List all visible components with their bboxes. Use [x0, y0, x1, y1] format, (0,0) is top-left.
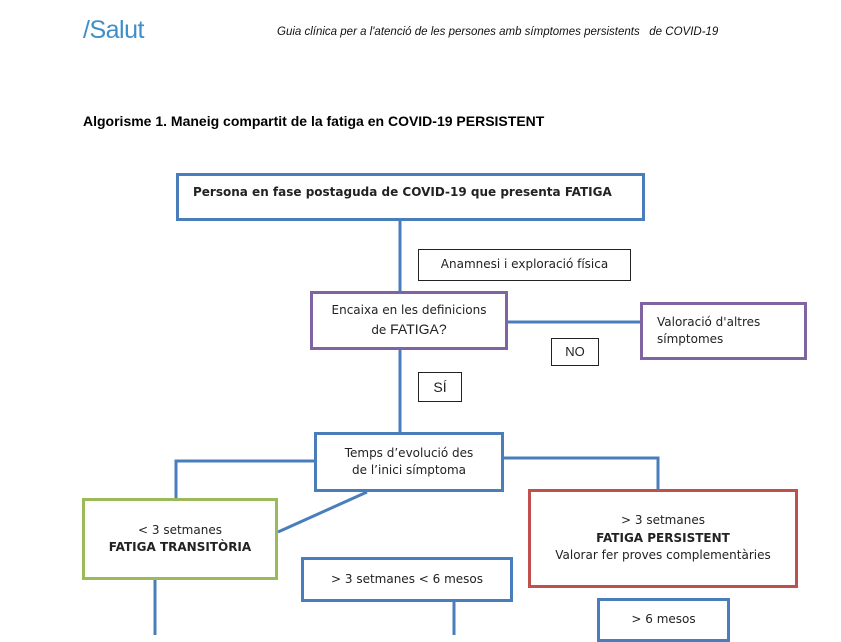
connector-evolution-to-persistent: [502, 456, 660, 490]
anamnesis-box-text: Anamnesi i exploració física: [440, 257, 609, 272]
other-symptoms-line1: Valoració d'altres: [657, 314, 761, 329]
no-label: NO: [551, 338, 599, 366]
evolution-box-line1: Temps d’evolució des: [344, 445, 474, 460]
long-range-text: > 6 mesos: [631, 612, 696, 626]
evolution-box-line2: de l’inici símptoma: [352, 463, 466, 477]
other-symptoms-box: Valoració d'altres símptomes: [640, 302, 807, 360]
anamnesis-box: Anamnesi i exploració física: [418, 249, 631, 281]
mid-range-box: > 3 setmanes < 6 mesos: [301, 557, 513, 602]
persistent-fatigue-box: > 3 setmanes FATIGA PERSISTENT Valorar f…: [528, 489, 798, 588]
start-box-text: Persona en fase postaguda de COVID-19 qu…: [193, 185, 612, 200]
long-range-box: > 6 mesos: [597, 598, 730, 642]
no-label-text: NO: [565, 343, 585, 359]
algorithm-title: Algorisme 1. Maneig compartit de la fati…: [83, 113, 545, 129]
transient-fatigue-line2: FATIGA TRANSITÒRIA: [108, 540, 252, 554]
start-box: Persona en fase postaguda de COVID-19 qu…: [176, 173, 645, 221]
other-symptoms-line2: símptomes: [657, 332, 724, 346]
yes-label: SÍ: [418, 372, 462, 402]
persistent-fatigue-line2: FATIGA PERSISTENT: [596, 530, 730, 545]
salut-logo: /Salut: [83, 16, 144, 44]
decision-box-line2-term: FATIGA?: [390, 321, 447, 337]
persistent-fatigue-line3: Valorar fer proves complementàries: [555, 548, 771, 563]
connector-evolution-to-transient: [174, 459, 314, 500]
yes-label-text: SÍ: [433, 378, 447, 395]
decision-box-line2: de FATIGA?: [371, 319, 446, 339]
decision-box-line2-prefix: de: [371, 323, 391, 337]
mid-range-text: > 3 setmanes < 6 mesos: [331, 571, 483, 586]
document-header-title: Guia clínica per a l'atenció de les pers…: [277, 26, 719, 38]
persistent-fatigue-line1: > 3 setmanes: [621, 513, 705, 528]
transient-fatigue-line1: < 3 setmanes: [138, 522, 222, 537]
connector-evolution-to-transient-diagonal: [277, 490, 368, 534]
transient-fatigue-box: < 3 setmanes FATIGA TRANSITÒRIA: [82, 498, 278, 580]
decision-box-line1: Encaixa en les definicions: [331, 302, 487, 317]
decision-box: Encaixa en les definicions de FATIGA?: [310, 291, 508, 350]
evolution-box: Temps d’evolució des de l’inici símptoma: [314, 432, 504, 492]
